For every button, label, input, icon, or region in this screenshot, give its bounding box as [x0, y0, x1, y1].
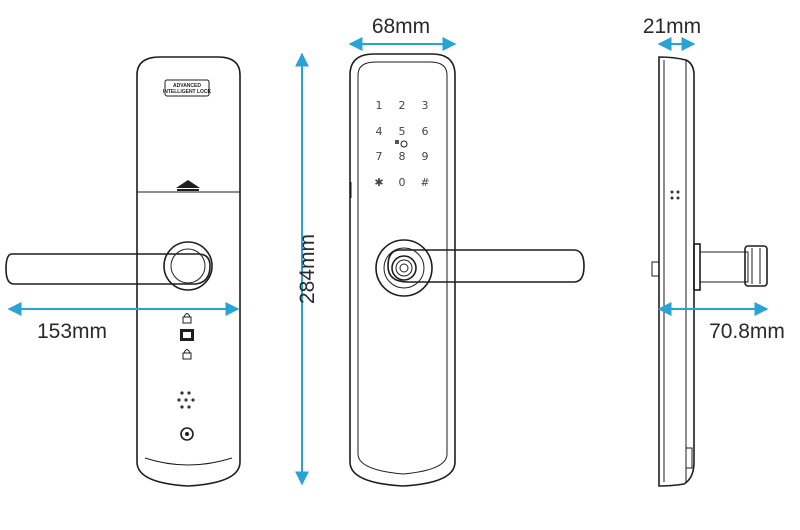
speaker-grille: [177, 391, 195, 409]
side-handle: [693, 243, 768, 291]
key-4[interactable]: 4: [376, 125, 383, 138]
keypad-width-label: 68mm: [372, 15, 430, 38]
front-view: ADVANCED INTELLIGENT LOCK: [5, 56, 241, 487]
front-handle: [5, 241, 213, 291]
height-dimension: 284mm: [295, 52, 319, 486]
logo-line2: INTELLIGENT LOCK: [163, 89, 212, 95]
key-3[interactable]: 3: [422, 99, 429, 112]
logo-line1: ADVANCED: [173, 83, 201, 89]
key-star[interactable]: ✱: [374, 176, 383, 189]
side-thickness-dimension: 21mm: [643, 15, 701, 51]
cover-lift-icon: [176, 180, 200, 191]
side-speaker-dots: [670, 190, 680, 200]
key-6[interactable]: 6: [422, 125, 429, 138]
key-hash[interactable]: #: [420, 176, 429, 189]
front-width-dimension: 153mm: [7, 302, 240, 343]
key-5[interactable]: 5: [399, 125, 406, 138]
side-depth-label: 70.8mm: [709, 320, 785, 343]
height-label: 284mm: [296, 234, 319, 304]
key-1[interactable]: 1: [376, 99, 383, 112]
side-view: [651, 56, 768, 487]
side-depth-dimension: 70.8mm: [657, 302, 785, 343]
keyhole-icon: [180, 427, 194, 441]
card-reader-icon: [395, 140, 408, 148]
keypad-width-dimension: 68mm: [348, 15, 457, 51]
side-thickness-label: 21mm: [643, 15, 701, 38]
key-7[interactable]: 7: [376, 150, 383, 163]
keypad-view: 1 2 3 4 5 6 7 8 9 ✱ 0 #: [349, 53, 585, 487]
key-8[interactable]: 8: [399, 150, 406, 163]
key-9[interactable]: 9: [422, 150, 429, 163]
lock-slider-icon: [180, 313, 194, 360]
key-2[interactable]: 2: [399, 99, 406, 112]
key-0[interactable]: 0: [399, 176, 406, 189]
front-width-label: 153mm: [37, 320, 107, 343]
keypad: 1 2 3 4 5 6 7 8 9 ✱ 0 #: [374, 99, 429, 189]
fingerprint-sensor-icon: [391, 255, 417, 281]
keypad-handle: [375, 239, 585, 297]
